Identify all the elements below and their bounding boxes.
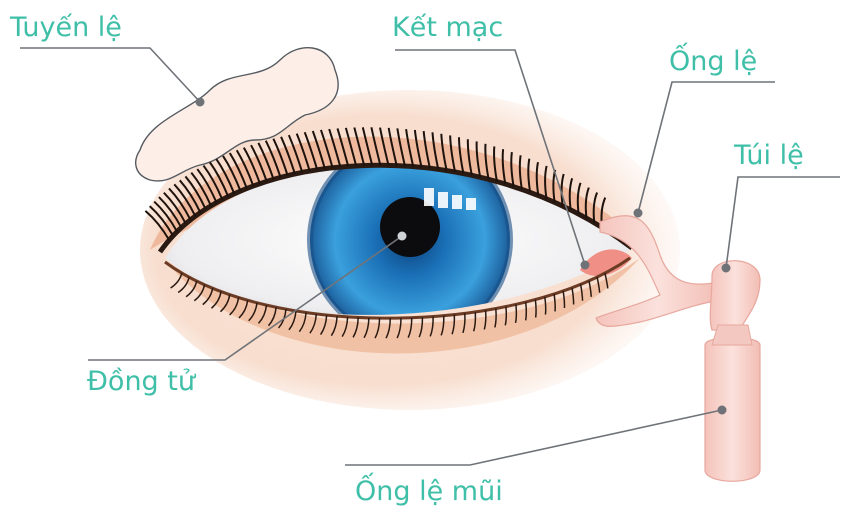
lower-eyelash	[535, 300, 536, 318]
label-lacrimal-gland: Tuyến lệ	[10, 14, 122, 41]
label-lacrimal-canal: Ống lệ	[669, 48, 757, 75]
lower-eyelash	[545, 297, 546, 315]
dot-lacrimal-gland	[196, 98, 205, 107]
dot-lacrimal-canal	[634, 209, 643, 218]
reflection-2	[438, 192, 448, 208]
duct-neck	[712, 325, 752, 345]
label-pupil: Đồng tử	[87, 368, 195, 395]
dot-lacrimal-sac	[722, 264, 731, 273]
label-nasolacrimal-duct: Ống lệ mũi	[355, 478, 503, 505]
dot-nasolacrimal-duct	[718, 406, 727, 415]
dot-conjunctiva	[581, 261, 590, 270]
leader-nasolacrimal-duct	[345, 410, 722, 465]
nasolacrimal-duct	[705, 338, 760, 482]
leader-lacrimal-gland	[20, 48, 200, 102]
lower-eyelash	[516, 304, 517, 323]
reflection-1	[424, 188, 434, 206]
lacrimal-sac	[710, 261, 760, 330]
label-lacrimal-sac: Túi lệ	[734, 142, 804, 169]
reflection-3	[452, 195, 462, 209]
leader-lacrimal-sac	[726, 177, 840, 268]
label-conjunctiva: Kết mạc	[392, 14, 503, 41]
lower-eyelash	[526, 302, 527, 320]
dot-pupil	[398, 232, 407, 241]
reflection-4	[466, 198, 476, 210]
